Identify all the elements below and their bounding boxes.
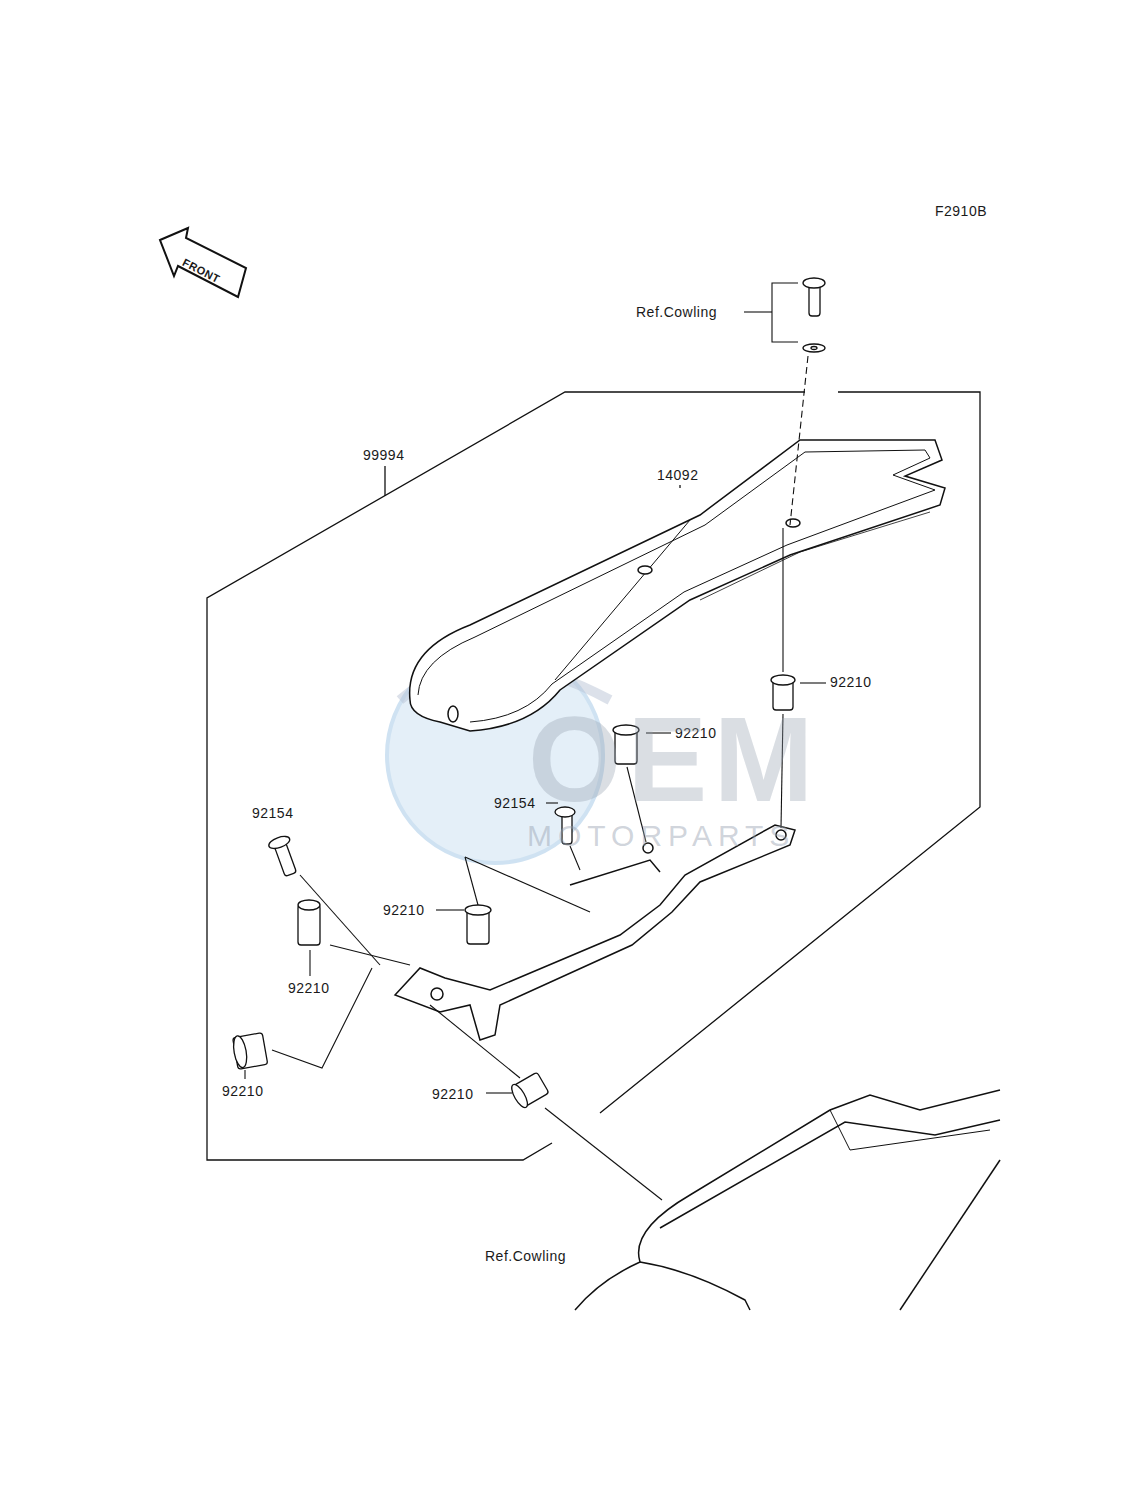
callout-number: 92210 (222, 1083, 263, 1099)
figure-code: F2910B (935, 203, 987, 219)
rear-cowling (575, 1090, 1000, 1310)
callout-number: 92210 (288, 980, 329, 996)
callout-number: 92210 (830, 674, 871, 690)
callout-number: 92210 (383, 902, 424, 918)
watermark-text: MOTORPARTS (527, 818, 795, 853)
assembly-frame (207, 392, 980, 1160)
seat-cowl (410, 440, 945, 731)
callout-number: 14092 (657, 467, 698, 483)
leader-lines (245, 283, 826, 1200)
reference-label: Ref.Cowling (485, 1248, 566, 1264)
mounting-bracket (395, 825, 795, 1040)
front-arrow (160, 228, 246, 297)
watermark-text: OEM (528, 690, 819, 828)
callout-number: 92210 (432, 1086, 473, 1102)
reference-label: Ref.Cowling (636, 304, 717, 320)
callout-number: 99994 (363, 447, 404, 463)
callout-number: 92154 (252, 805, 293, 821)
ref-bolt-washer (803, 278, 825, 352)
